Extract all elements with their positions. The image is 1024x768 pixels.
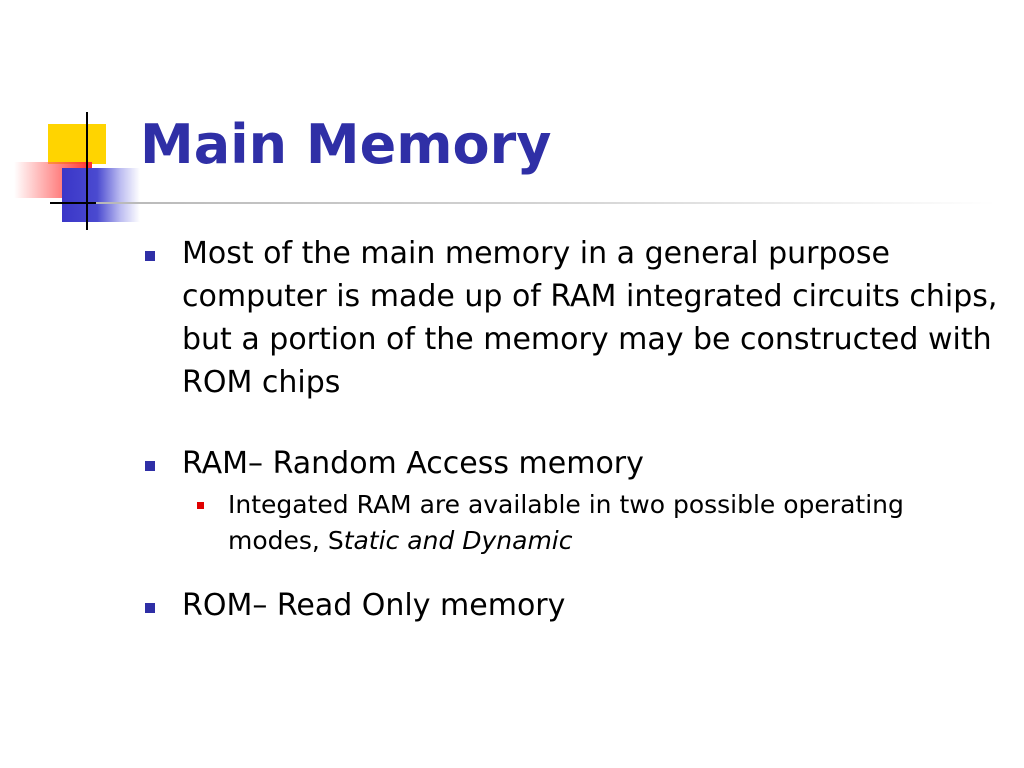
sub-bullet-square-icon — [197, 502, 204, 509]
bullet-square-icon — [145, 251, 155, 261]
logo-yellow-square — [48, 124, 106, 164]
decorative-logo-icon — [0, 0, 150, 240]
bullet-text: ROM– Read Only memory — [182, 588, 566, 623]
sub-bullet-italic-text: tatic and Dynamic — [343, 526, 573, 555]
bullet-square-icon — [145, 461, 155, 471]
sub-bullet-item: Integated RAM are available in two possi… — [140, 487, 1000, 559]
slide-title: Main Memory — [140, 113, 552, 176]
bullet-text: RAM– Random Access memory — [182, 446, 644, 481]
bullet-text: Most of the main memory in a general pur… — [182, 236, 998, 400]
sub-bullet-text: Integated RAM are available in two possi… — [228, 490, 904, 555]
bullet-item: Most of the main memory in a general pur… — [140, 232, 1000, 404]
bullet-item: ROM– Read Only memory — [140, 584, 1000, 627]
bullet-item: RAM– Random Access memory — [140, 442, 1000, 485]
logo-blue-square — [62, 168, 140, 222]
bullet-square-icon — [145, 603, 155, 613]
logo-vertical-line — [86, 112, 88, 230]
title-divider — [96, 202, 996, 204]
slide-body: Most of the main memory in a general pur… — [140, 228, 1000, 627]
